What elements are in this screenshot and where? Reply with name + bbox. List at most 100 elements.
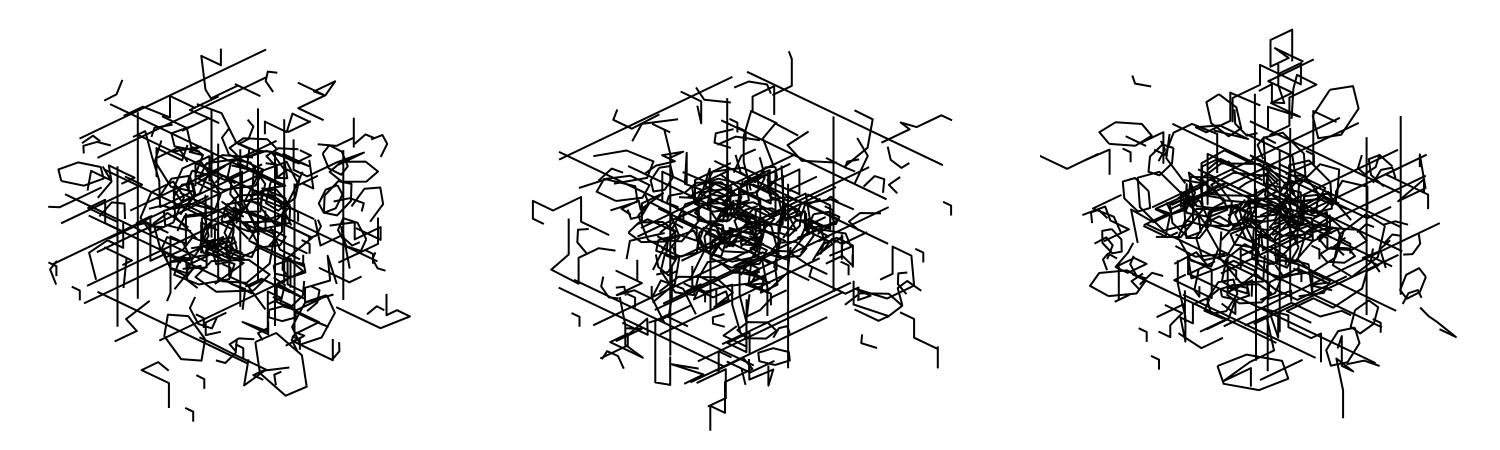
cluster-drawing-1 [47, 48, 411, 422]
hexagon-ring [1227, 200, 1252, 229]
hexagon-ring [1218, 231, 1266, 284]
wire-fragment [1245, 197, 1286, 209]
wire-segment [680, 90, 703, 125]
wire-segment [48, 186, 103, 209]
hexagon-ring [153, 140, 194, 193]
hexagon-ring [196, 103, 237, 143]
wire-segment [1143, 197, 1194, 239]
hexagon-ring [1325, 326, 1361, 367]
wire-segment [336, 293, 411, 330]
wire-fragment [1256, 136, 1277, 160]
wire-fragment [148, 204, 176, 211]
hexagon-ring [597, 167, 624, 182]
hexagon-ring [652, 229, 706, 282]
hexagon-ring [1136, 170, 1187, 232]
wire-hook [195, 374, 206, 389]
wire-segment [721, 281, 852, 346]
hexagon-ring [269, 225, 301, 261]
wire-segment [1285, 110, 1337, 176]
wire-segment [186, 240, 238, 279]
wire-segment [742, 85, 778, 191]
wire-segment [739, 170, 777, 213]
hexagon-ring [337, 217, 368, 252]
wire-segment [181, 95, 220, 132]
wire-fragment [333, 197, 365, 212]
wire-segment [318, 267, 363, 284]
wire-segment [96, 76, 267, 159]
wire-segment [654, 265, 673, 386]
hexagon-ring [214, 174, 237, 185]
wire-fragment [733, 80, 772, 94]
hexagon-ring [825, 109, 874, 168]
wire-fragment [265, 147, 299, 166]
wire-fragment [1300, 198, 1335, 207]
wire-hook [195, 313, 205, 328]
wire-segment [1209, 121, 1360, 195]
hexagon-ring [1225, 283, 1272, 305]
wire-segment [726, 313, 751, 354]
wire-segment [1258, 63, 1286, 105]
wire-segment [1384, 165, 1430, 210]
wire-segment [297, 80, 337, 122]
wire-segment [1186, 272, 1377, 365]
hexagon-ring [1147, 143, 1175, 177]
wire-segment [704, 231, 739, 249]
wire-segment [768, 168, 818, 197]
wire-segment [1182, 293, 1317, 359]
wire-segment [558, 286, 725, 368]
wire-hook [291, 335, 301, 350]
hexagon-ring [194, 258, 271, 293]
wire-segment [1143, 194, 1186, 227]
wire-segment [1157, 303, 1184, 339]
wire-fragment [896, 271, 908, 295]
wire-hook [737, 126, 747, 141]
wire-fragment [371, 252, 386, 272]
wire-segment [720, 119, 888, 201]
wire-segment [263, 112, 312, 135]
hexagon-ring [703, 223, 726, 249]
hexagon-ring [853, 137, 869, 184]
cluster-diagram-1 [0, 0, 480, 450]
wire-segment [104, 246, 133, 289]
wire-segment [819, 231, 868, 268]
wire-segment [1397, 153, 1427, 203]
hexagon-ring [651, 246, 681, 304]
hexagon-ring [1316, 227, 1368, 252]
cluster-drawing-3 [1040, 28, 1457, 419]
wire-segment [1199, 298, 1237, 333]
wire-fragment [257, 326, 270, 341]
wire-segment [1183, 152, 1238, 206]
wire-segment [680, 186, 837, 262]
wire-segment [728, 209, 757, 247]
wire-hook [717, 196, 727, 212]
wire-segment [114, 300, 151, 343]
wire-fragment [656, 246, 678, 276]
wire-fragment [1401, 289, 1423, 305]
wire-segment [337, 217, 379, 264]
wire-segment [1201, 159, 1263, 197]
wire-hook [1138, 327, 1148, 342]
hexagon-ring [631, 118, 679, 142]
wire-segment [852, 280, 890, 322]
wire-fragment [98, 201, 126, 220]
cluster-drawing-2 [531, 50, 953, 431]
hexagon-ring [328, 160, 379, 183]
hexagon-ring [716, 135, 761, 146]
wire-segment [1268, 301, 1352, 339]
wire-fragment [1317, 214, 1331, 243]
wire-segment [1223, 222, 1441, 328]
wire-segment [129, 139, 278, 212]
wire-hook [1122, 147, 1132, 163]
hexagon-ring [227, 164, 255, 225]
wire-fragment [1233, 109, 1258, 137]
hexagon-ring [1101, 228, 1123, 255]
wire-fragment [1139, 271, 1164, 286]
hexagon-ring [1319, 246, 1356, 264]
hexagon-ring [734, 154, 766, 184]
wire-segment [1419, 306, 1457, 338]
wire-fragment [1372, 166, 1397, 184]
wire-segment [696, 350, 732, 408]
wire-fragment [896, 280, 922, 306]
hexagon-ring [228, 137, 279, 159]
hexagon-ring [670, 195, 709, 232]
